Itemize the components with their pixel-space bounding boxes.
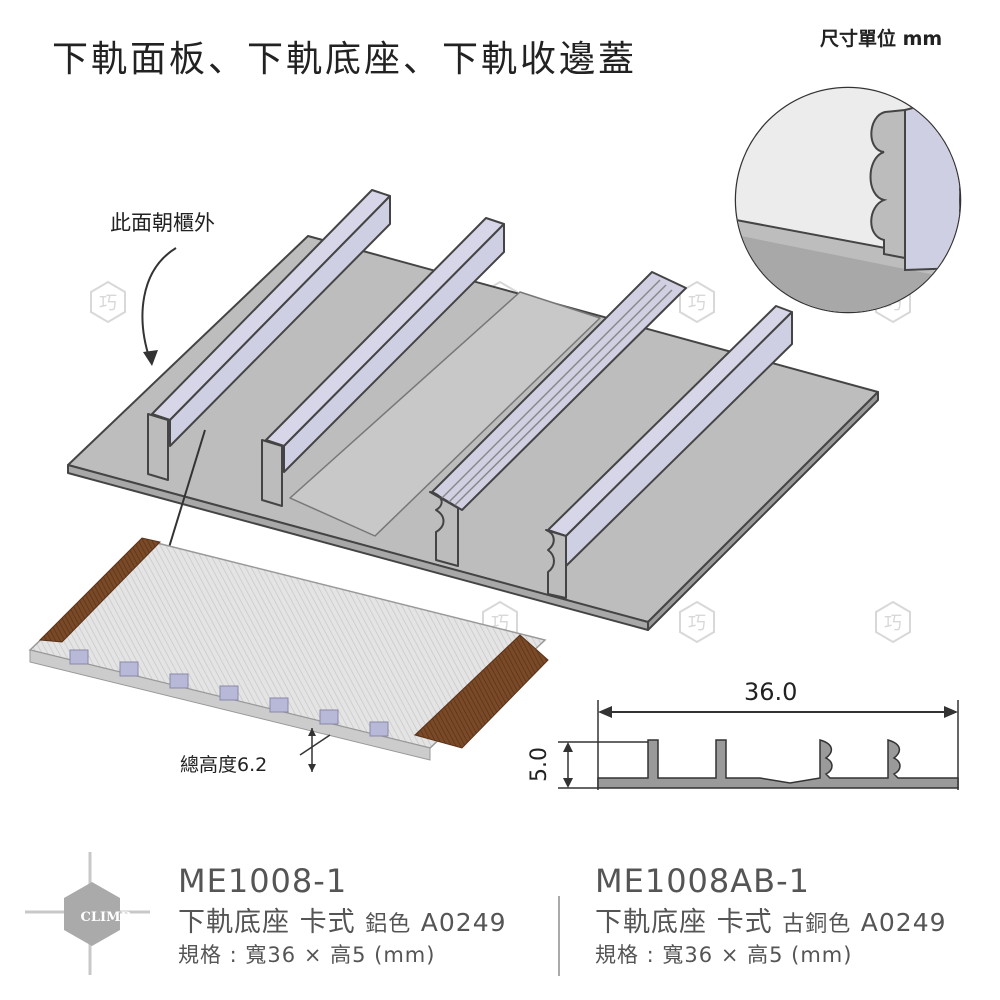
page-title: 下軌面板、下軌底座、下軌收邊蓋 (52, 39, 638, 80)
divider (558, 896, 560, 976)
svg-text:巧: 巧 (884, 613, 902, 634)
brand-logo-text: CLIMB (81, 910, 132, 925)
bronze-end-cap (38, 537, 161, 643)
zoom-detail (734, 86, 962, 314)
assembled-rail (28, 537, 549, 761)
unit-note: 尺寸單位 mm (820, 28, 943, 50)
product-finish: 古銅色 (782, 912, 852, 937)
svg-text:巧: 巧 (688, 613, 706, 634)
watermark-logo: 巧 (679, 600, 715, 644)
product-name-text: 下軌底座 卡式 (595, 907, 773, 938)
product-name: 下軌底座 卡式 鋁色 A0249 (178, 900, 507, 939)
height-dimension: 5.0 (527, 747, 552, 782)
product-card-bronze: ME1008AB-1 下軌底座 卡式 古銅色 A0249 規格 : 寬36 × … (595, 862, 947, 969)
product-name: 下軌底座 卡式 古銅色 A0249 (595, 900, 947, 939)
bronze-end-cap (414, 634, 549, 749)
watermark-logo: 巧 (875, 600, 911, 644)
profile-3d (67, 189, 879, 631)
product-code: ME1008AB-1 (595, 862, 811, 900)
product-card-aluminum: ME1008-1 下軌底座 卡式 鋁色 A0249 規格 : 寬36 × 高5 … (178, 862, 507, 969)
total-height-note: 總高度6.2 (180, 754, 268, 776)
product-spec: 規格 : 寬36 × 高5 (mm) (595, 943, 853, 967)
cross-section (558, 700, 959, 790)
outside-face-arrow (141, 247, 177, 361)
outside-face-note: 此面朝櫃外 (110, 211, 215, 235)
profile-center-ridge (289, 291, 601, 537)
svg-text:巧: 巧 (99, 293, 117, 314)
product-color-code: A0249 (420, 908, 507, 937)
svg-text:巧: 巧 (688, 293, 706, 314)
product-color-code: A0249 (860, 908, 947, 937)
product-name-text: 下軌底座 卡式 (178, 907, 356, 938)
product-finish: 鋁色 (365, 912, 412, 937)
product-code: ME1008-1 (178, 862, 348, 900)
product-spec: 規格 : 寬36 × 高5 (mm) (178, 943, 436, 967)
watermark-logo: 巧 (90, 280, 126, 324)
brand-logo: CLIMB (25, 852, 150, 975)
width-dimension: 36.0 (744, 678, 798, 706)
